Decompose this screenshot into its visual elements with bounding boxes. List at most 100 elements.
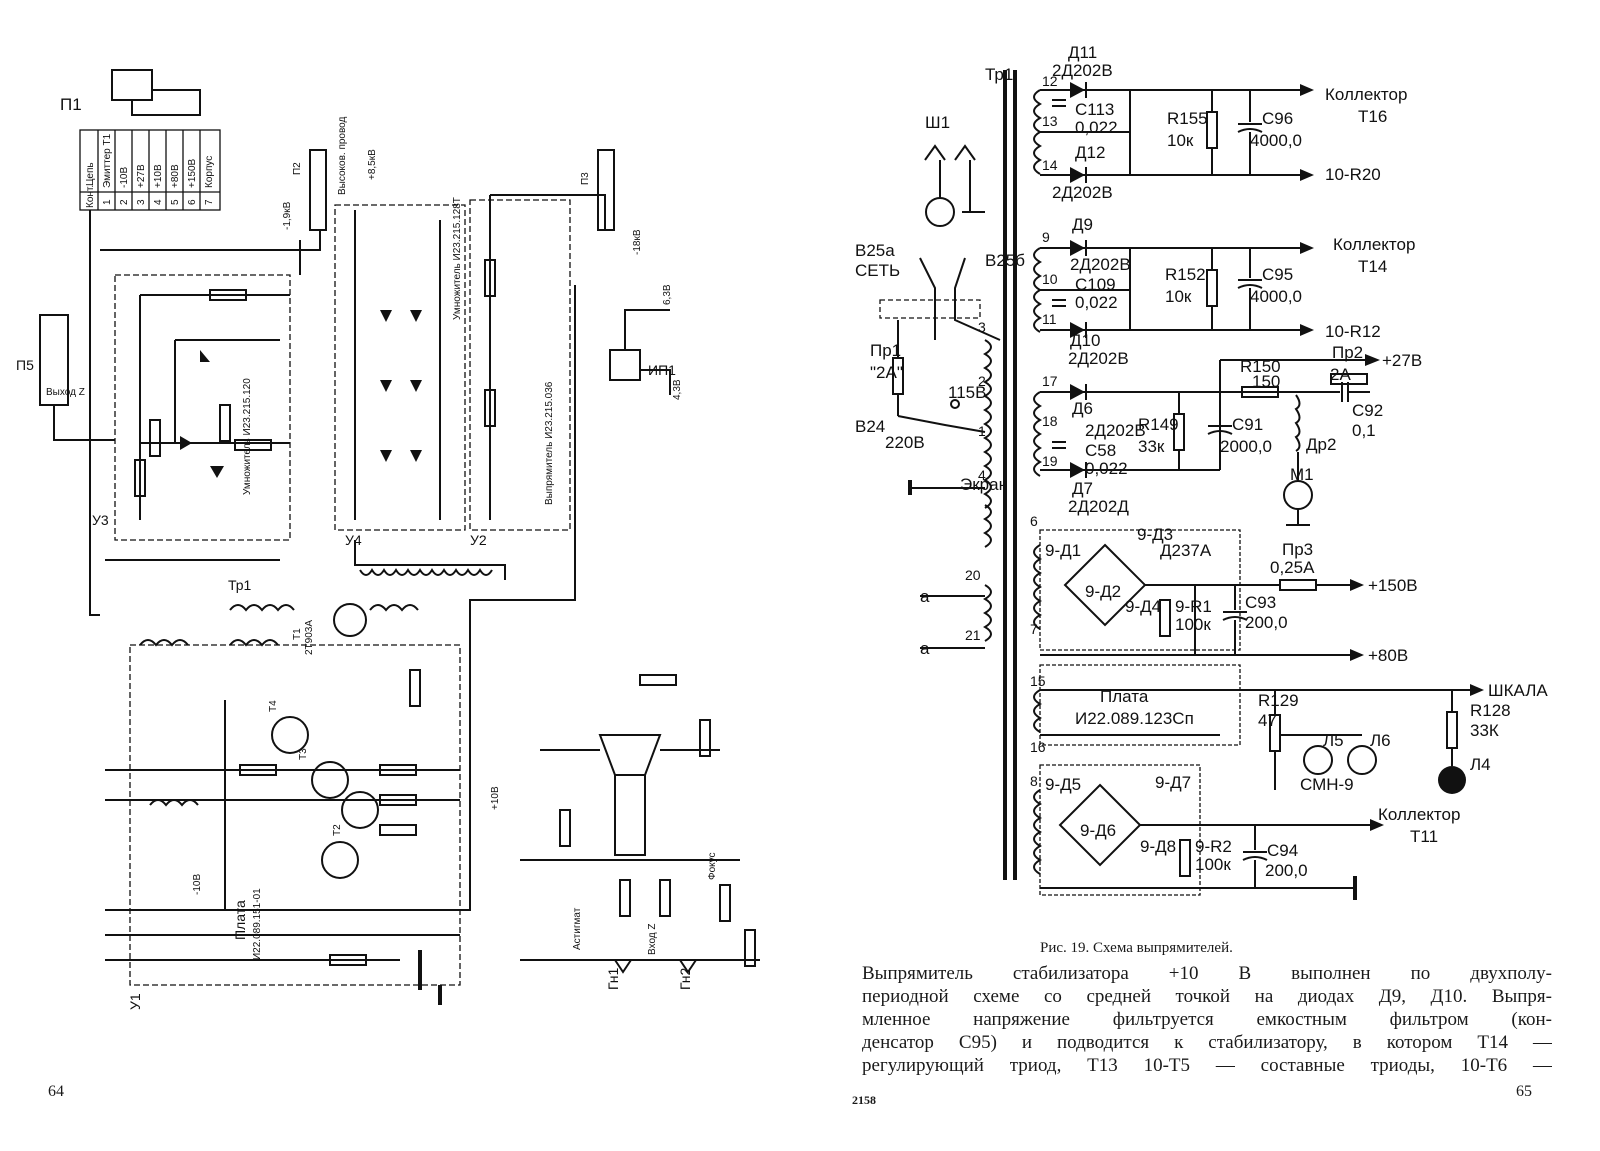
switch-a-label: В25а: [855, 241, 895, 260]
left-schematic: Конт. Цепь 1 Эмиттер Т1 2 -10В 3 +27В 4 …: [16, 69, 760, 1010]
gn1-label: Гн1: [605, 967, 621, 990]
d11-type: 2Д202В: [1052, 61, 1113, 80]
c109-value: 0,022: [1075, 293, 1118, 312]
t1-type: 2Т903А: [304, 620, 315, 655]
r20-label: 10-R20: [1325, 165, 1381, 184]
bridge1-d4: 9-Д4: [1125, 597, 1161, 616]
body-line: денсатор С95) и подводится к стабилизато…: [862, 1032, 1552, 1053]
gn2-label: Гн2: [677, 967, 693, 990]
pr3-value: 0,25А: [1270, 558, 1315, 577]
lamp-l5: Л5: [1323, 731, 1344, 750]
hv-wire-label: Высоков. провод: [337, 116, 348, 195]
pin-9: 9: [1042, 229, 1050, 245]
pin-table-row: +10В: [153, 164, 164, 188]
r150-value: 150: [1252, 372, 1280, 391]
pin-4: 4: [978, 467, 986, 483]
v-neg10-out: -10В: [192, 874, 203, 895]
d12-type: 2Д202В: [1052, 183, 1113, 202]
pin-19: 19: [1042, 453, 1058, 469]
pin-table-row: 4: [153, 199, 164, 205]
pin-12: 12: [1042, 73, 1058, 89]
pin-a-1: а: [920, 587, 930, 606]
switch-v24-label: В24: [855, 417, 885, 436]
d11-label: Д11: [1068, 43, 1097, 62]
r9-1-label: 9-R1: [1175, 597, 1212, 616]
t2-label: Т2: [332, 824, 343, 836]
pin-table-row: Корпус: [204, 156, 215, 188]
r128-value: 33К: [1470, 721, 1499, 740]
c96-value: 4000,0: [1250, 131, 1302, 150]
pin-table-row: +80В: [170, 164, 181, 188]
multiplier1-label: Умножитель И23.215.120: [242, 378, 253, 495]
pin-3: 3: [978, 319, 986, 335]
pin-table-row: 5: [170, 199, 181, 205]
pin-7: 7: [1030, 621, 1038, 637]
pin-18: 18: [1042, 413, 1058, 429]
r9-2-value: 100к: [1195, 855, 1231, 874]
d10-type: 2Д202В: [1068, 349, 1129, 368]
secondary-coil-1: [1033, 89, 1042, 175]
bridge2-d8: 9-Д8: [1140, 837, 1176, 856]
c93-label: С93: [1245, 593, 1276, 612]
c91-value: 2000,0: [1220, 437, 1272, 456]
body-line: мленное напряжение фильтруется емкостным…: [862, 1009, 1552, 1030]
c58-label: С58: [1085, 441, 1116, 460]
p2-label: П2: [292, 162, 303, 175]
c91-label: С91: [1232, 415, 1263, 434]
pin-8: 8: [1030, 773, 1038, 789]
plate-number: И22.089.123Сп: [1075, 709, 1194, 728]
plate-label: Плата: [1100, 687, 1149, 706]
v-neg19-label: -1,9кВ: [282, 201, 293, 230]
t11-label: Т11: [1410, 827, 1438, 846]
r9-2-label: 9-R2: [1195, 837, 1232, 856]
r155-label: R155: [1167, 109, 1208, 128]
v63-label: 6,3В: [662, 284, 673, 305]
pin-14: 14: [1042, 157, 1058, 173]
r128-label: R128: [1470, 701, 1511, 720]
plate1-number: И22.089.151-01: [252, 888, 263, 960]
pin-13: 13: [1042, 113, 1058, 129]
c92-value: 0,1: [1352, 421, 1376, 440]
focus-label: Фокус: [707, 852, 718, 880]
pin-table-row: +27В: [136, 164, 147, 188]
out-150v: +150В: [1368, 576, 1418, 595]
secondary-coil-4: [1033, 544, 1042, 630]
lamp-l6: Л6: [1370, 731, 1391, 750]
p3-label: П3: [580, 172, 591, 185]
d8-label: 2Д202В: [1085, 421, 1146, 440]
secondary-coil-3: [1033, 391, 1042, 477]
bridge1-d1: 9-Д1: [1045, 541, 1081, 560]
tr1-label: Тр1: [228, 577, 252, 593]
pin-table-row: +150В: [187, 158, 198, 188]
pin-17: 17: [1042, 373, 1058, 389]
screen-label: Экран: [960, 475, 1008, 494]
pin-table-row: 2: [119, 199, 130, 205]
collector-t11: Коллектор: [1378, 805, 1460, 824]
pin-table-col-contact: Конт.: [85, 185, 96, 208]
print-code: 2158: [852, 1093, 876, 1107]
transformer-label: Тр1: [985, 65, 1013, 84]
secondary-coil-6: [1033, 789, 1042, 875]
v43-label: 4,3В: [672, 379, 683, 400]
t16-label: Т16: [1358, 107, 1387, 126]
plug-label: Ш1: [925, 113, 950, 132]
pin-15: 15: [1030, 673, 1046, 689]
secondary-coil-5: [1033, 689, 1042, 733]
out-80v: +80В: [1368, 646, 1408, 665]
bridge1-d3: 9-Д3: [1137, 525, 1173, 544]
pin-11: 11: [1042, 311, 1057, 327]
lamp-l4: Л4: [1470, 755, 1491, 774]
d12-label: Д12: [1075, 143, 1105, 162]
figure-caption: Рис. 19. Схема выпрямителей.: [1040, 940, 1233, 956]
mains-label: СЕТЬ: [855, 261, 900, 280]
switch-b-label: В25б: [985, 251, 1025, 270]
out-27v: +27В: [1382, 351, 1422, 370]
r12-label: 10-R12: [1325, 322, 1381, 341]
pin-a-2: а: [920, 639, 930, 658]
bridge1-type: Д237А: [1160, 541, 1212, 560]
c109-label: С109: [1075, 275, 1116, 294]
block-u3: У3: [92, 512, 109, 528]
pin-table-row: 1: [102, 199, 113, 205]
pin-2: 2: [978, 373, 986, 389]
